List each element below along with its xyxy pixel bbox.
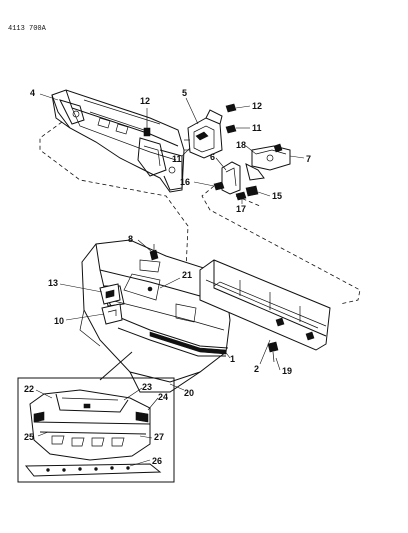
callout-12-nut-right: 12 xyxy=(252,101,262,111)
bolt-15 xyxy=(245,185,259,197)
nut-11-right xyxy=(225,124,237,134)
callout-16: 16 xyxy=(180,177,190,187)
bracket-13 xyxy=(99,283,121,305)
callout-10: 10 xyxy=(54,316,64,326)
callout-27: 27 xyxy=(154,432,164,442)
reinforcement-bar xyxy=(51,89,185,193)
callout-21: 21 xyxy=(182,270,192,280)
callout-20: 20 xyxy=(184,388,194,398)
front-fascia xyxy=(79,239,231,393)
bracket-6 xyxy=(221,161,241,195)
callout-labels: 4 12 5 12 11 11 6 18 7 16 15 17 8 21 13 … xyxy=(24,88,311,466)
bracket-10 xyxy=(101,303,123,325)
energy-absorber xyxy=(199,259,331,351)
callout-22: 22 xyxy=(24,384,34,394)
callout-8: 8 xyxy=(128,234,133,244)
callout-7: 7 xyxy=(306,154,311,164)
callout-23: 23 xyxy=(142,382,152,392)
callout-4: 4 xyxy=(30,88,35,98)
bolt-8 xyxy=(149,244,159,261)
callout-17: 17 xyxy=(236,204,246,214)
nut-12-right xyxy=(225,103,237,113)
callout-11-nut-right: 11 xyxy=(252,123,262,133)
callout-24: 24 xyxy=(158,392,168,402)
callout-5: 5 xyxy=(182,88,187,98)
callout-18: 18 xyxy=(236,140,246,150)
callout-26: 26 xyxy=(152,456,162,466)
callout-1: 1 xyxy=(230,354,235,364)
bracket-5 xyxy=(184,109,223,159)
bracket-18-7 xyxy=(245,143,291,181)
routing-lines xyxy=(39,121,361,305)
callout-6: 6 xyxy=(210,152,215,162)
detail-inset xyxy=(17,351,175,483)
bolt-12-left xyxy=(143,120,151,137)
nut-16 xyxy=(213,181,225,191)
nut-17 xyxy=(235,191,247,201)
callout-19: 19 xyxy=(282,366,292,376)
bolt-19 xyxy=(267,341,279,363)
callout-25: 25 xyxy=(24,432,34,442)
callout-12-bolt-left: 12 xyxy=(140,96,150,106)
drawing-number: 4113 700A xyxy=(8,25,47,33)
callout-2: 2 xyxy=(254,364,259,374)
leader-lines xyxy=(35,93,305,467)
callout-13: 13 xyxy=(48,278,58,288)
callout-15: 15 xyxy=(272,191,282,201)
callout-11-bracket: 11 xyxy=(172,154,182,164)
